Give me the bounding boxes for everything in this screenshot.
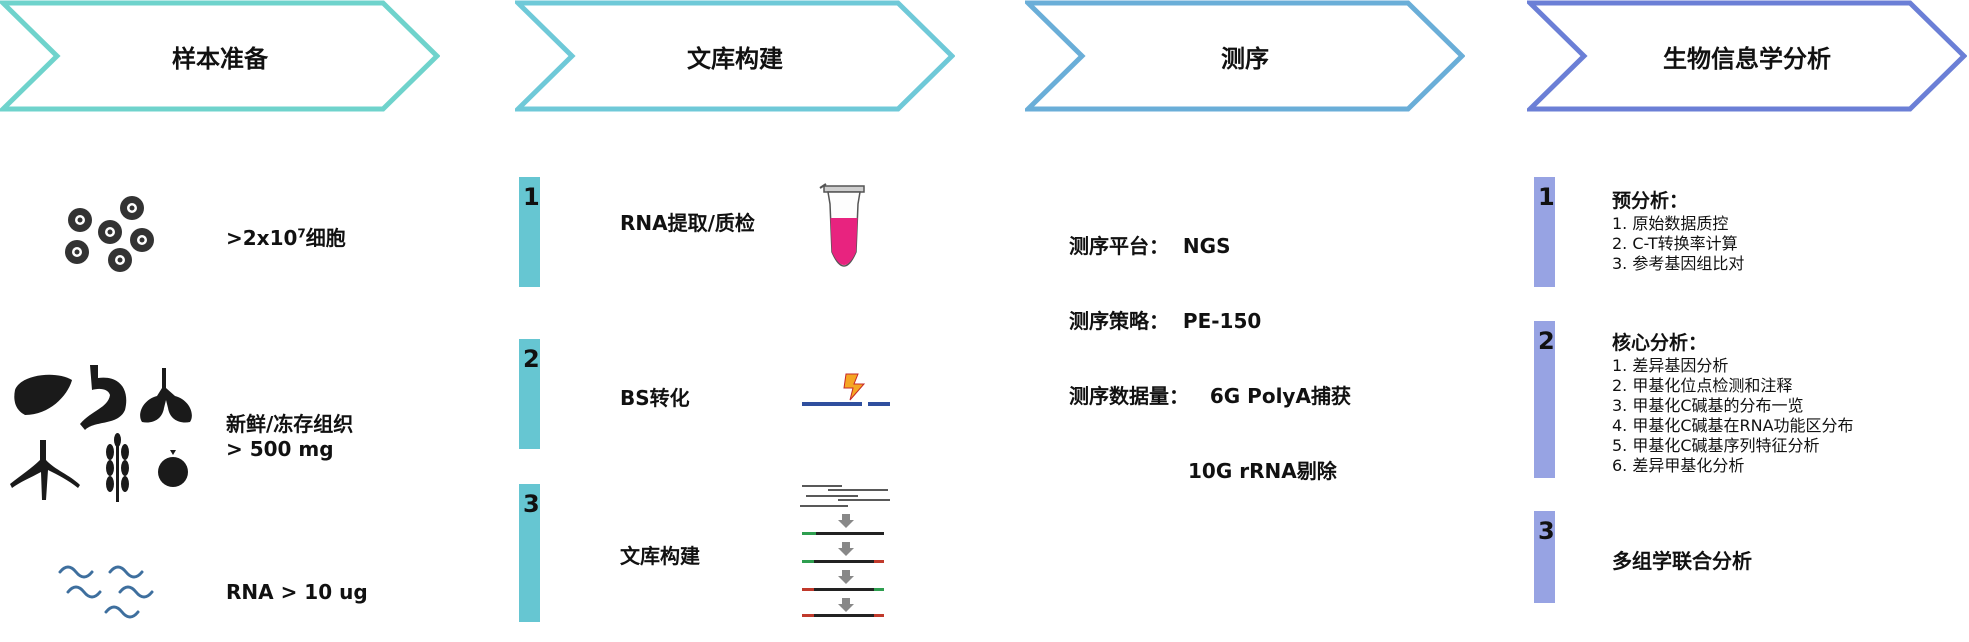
bioinfo-step-num-3: 3 bbox=[1538, 517, 1555, 545]
cells-icon bbox=[65, 196, 154, 272]
chevron-step-2 bbox=[515, 0, 955, 112]
library-step-label-3: 文库构建 bbox=[620, 544, 700, 568]
bioinfo-step-num-1: 1 bbox=[1538, 183, 1555, 211]
bioinfo-step-item: 4. 甲基化C碱基在RNA功能区分布 bbox=[1612, 416, 1854, 435]
chevron-step-3 bbox=[1025, 0, 1465, 112]
step-label-library: 文库构建 bbox=[687, 44, 783, 73]
tissue-requirement: 新鲜/冻存组织 > 500 mg bbox=[226, 412, 354, 461]
bioinfo-step-item: 3. 甲基化C碱基的分布一览 bbox=[1612, 396, 1804, 415]
bioinfo-step-item: 2. 甲基化位点检测和注释 bbox=[1612, 376, 1793, 395]
bioinfo-step-title-1: 预分析： bbox=[1612, 190, 1689, 212]
bioinfo-step-item: 1. 差异基因分析 bbox=[1612, 356, 1729, 375]
tissue-icons bbox=[10, 365, 192, 502]
library-step-num-2: 2 bbox=[523, 345, 540, 373]
sequencing-platform: 测序平台： NGS bbox=[1069, 234, 1231, 258]
bioinfo-step-item: 1. 原始数据质控 bbox=[1612, 214, 1729, 233]
chevron-step-4 bbox=[1527, 0, 1967, 112]
cells-requirement: >2x107细胞 bbox=[226, 226, 346, 250]
bioinfo-step-item: 6. 差异甲基化分析 bbox=[1612, 456, 1745, 475]
step-label-sequencing: 测序 bbox=[1221, 44, 1269, 73]
rna-waves-icon bbox=[58, 565, 154, 619]
bioinfo-step-num-2: 2 bbox=[1538, 327, 1555, 355]
bioinfo-step-item: 5. 甲基化C碱基序列特征分析 bbox=[1612, 436, 1820, 455]
rna-requirement: RNA > 10 ug bbox=[226, 580, 368, 604]
library-step-num-1: 1 bbox=[523, 183, 540, 211]
step-label-bioinfo: 生物信息学分析 bbox=[1663, 44, 1831, 73]
bioinfo-step-bar-2 bbox=[1534, 321, 1555, 478]
sequencing-strategy: 测序策略： PE-150 bbox=[1069, 309, 1262, 333]
bioinfo-step-title-3: 多组学联合分析 bbox=[1612, 549, 1752, 573]
step-label-sample: 样本准备 bbox=[172, 44, 268, 73]
library-step-bar-2 bbox=[519, 339, 540, 449]
sequencing-details: 测序平台： NGS 测序策略： PE-150 测序数据量： 6G PolyA捕获… bbox=[1069, 184, 1351, 509]
bioinfo-step-item: 2. C-T转换率计算 bbox=[1612, 234, 1738, 253]
tube-icon bbox=[819, 183, 865, 267]
library-step-num-3: 3 bbox=[523, 490, 540, 518]
bioinfo-step-title-2: 核心分析： bbox=[1612, 332, 1708, 354]
bioinfo-step-2: 核心分析： 1. 差异基因分析 2. 甲基化位点检测和注释 3. 甲基化C碱基的… bbox=[1612, 330, 1854, 476]
library-construction-icon bbox=[800, 485, 890, 617]
library-step-label-1: RNA提取/质检 bbox=[620, 211, 755, 235]
library-step-bar-3 bbox=[519, 484, 540, 622]
library-step-bar-1 bbox=[519, 177, 540, 287]
library-step-label-2: BS转化 bbox=[620, 386, 690, 410]
sequencing-data-amount-2: 10G rRNA剔除 bbox=[1188, 459, 1337, 483]
bioinfo-step-1: 预分析： 1. 原始数据质控 2. C-T转换率计算 3. 参考基因组比对 bbox=[1612, 188, 1744, 274]
bioinfo-step-bar-3 bbox=[1534, 511, 1555, 603]
bs-conversion-icon bbox=[802, 373, 890, 406]
bioinfo-step-item: 3. 参考基因组比对 bbox=[1612, 254, 1745, 273]
bioinfo-step-bar-1 bbox=[1534, 177, 1555, 287]
sequencing-data-amount: 测序数据量： 6G PolyA捕获 bbox=[1069, 384, 1351, 408]
chevron-step-1 bbox=[0, 0, 440, 112]
